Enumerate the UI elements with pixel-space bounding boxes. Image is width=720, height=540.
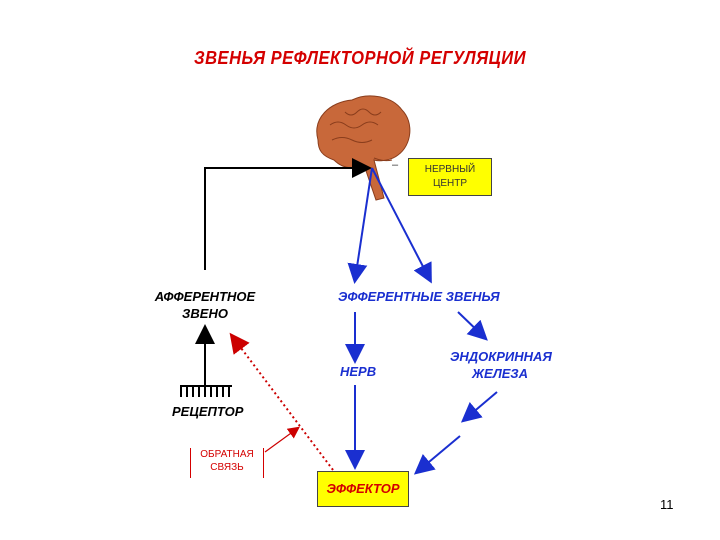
- efferent-label: ЭФФЕРЕНТНЫЕ ЗВЕНЬЯ: [338, 289, 500, 304]
- brain-icon: [316, 95, 411, 201]
- afferent-label: АФФЕРЕНТНОЕ ЗВЕНО: [154, 289, 256, 321]
- page-number: 11: [660, 497, 674, 512]
- effector-box: ЭФФЕКТОР: [317, 471, 409, 507]
- nerve-center-box: НЕРВНЫЙ ЦЕНТР: [408, 158, 492, 196]
- receptor-icon: [180, 385, 232, 397]
- receptor-label: РЕЦЕПТОР: [172, 404, 244, 419]
- feedback-label: ОБРАТНАЯ СВЯЗЬ: [190, 448, 264, 478]
- nerve-label: НЕРВ: [340, 364, 377, 379]
- efferent-arrows: [345, 167, 498, 475]
- page-title: ЗВЕНЬЯ РЕФЛЕКТОРНОЙ РЕГУЛЯЦИИ: [194, 48, 526, 68]
- feedback-arrow: [229, 332, 334, 471]
- afferent-path: [204, 158, 372, 270]
- endocrine-label: ЭНДОКРИННАЯ ЖЕЛЕЗА: [450, 349, 552, 381]
- center-sign: –: [392, 159, 399, 171]
